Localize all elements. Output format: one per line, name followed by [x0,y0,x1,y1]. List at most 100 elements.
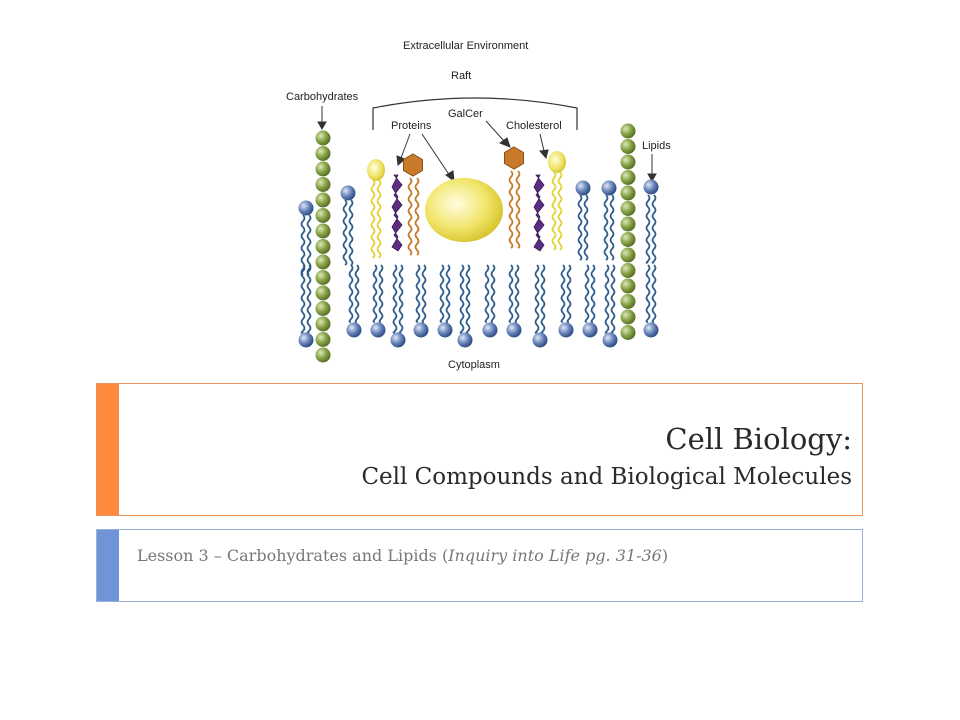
subtitle-accent-bar [97,530,119,601]
inner-phospholipid-head [370,322,386,338]
raft-bracket [372,97,578,130]
inner-phospholipid-tail [348,264,354,323]
carbohydrate-chain-left [315,192,331,208]
inner-phospholipid-tail [445,264,451,323]
carbohydrate-chain-left [315,208,331,223]
inner-phospholipid-head [437,322,453,338]
outer-phospholipid-tail [583,194,589,261]
inner-phospholipid-tail [590,264,596,323]
cholesterol-label: Cholesterol [506,120,562,132]
carbohydrate-chain-right [620,201,636,216]
galcer-left-tail [414,177,420,256]
extracellular-label: Extracellular Environment [403,40,528,52]
inner-phospholipid-tail [378,264,384,323]
inner-phospholipid-tail [439,264,445,323]
yellow-lipid-right-tail [551,171,557,251]
carbohydrates-label: Carbohydrates [286,91,359,103]
membrane-bilayer [298,123,659,363]
galcer-right-tail [515,170,521,249]
subtitle-block: Lesson 3 – Carbohydrates and Lipids (Inq… [96,529,863,602]
inner-phospholipid-tail [514,264,520,323]
pointer-arrows [317,106,657,183]
carbohydrate-chain-right [620,263,636,278]
title-line-1: Cell Biology: [665,422,852,456]
inner-phospholipid-tail [645,264,651,323]
title-line-2: Cell Compounds and Biological Molecules [361,464,852,490]
carbohydrate-chain-right [620,170,636,185]
inner-phospholipid-tail [604,264,610,334]
carbohydrate-chain-right [620,325,636,340]
inner-phospholipid-tail [560,264,566,323]
outer-phospholipid-head [575,180,591,196]
outer-phospholipid-tail [306,214,312,276]
galcer-right-hexagon [504,146,524,170]
title-block: Cell Biology: Cell Compounds and Biologi… [96,383,863,516]
carbohydrate-chain-right [620,154,636,170]
inner-phospholipid-tail [354,264,360,323]
outer-phospholipid-head [340,185,356,201]
outer-phospholipid-tail [300,214,306,276]
cholesterol-ellipse [425,178,503,242]
yellow-lipid-right-head [548,151,566,173]
inner-phospholipid-tail [566,264,572,323]
title-text: Cell Biology: Cell Compounds and Biologi… [361,420,852,496]
inner-phospholipid-tail [421,264,427,323]
carbohydrate-chain-left [315,223,331,239]
subtitle-prefix: Lesson 3 – Carbohydrates and Lipids ( [137,546,449,565]
carbohydrate-chain-right [620,247,636,263]
outer-phospholipid-tail [603,194,609,261]
cell-membrane-diagram: Extracellular Environment Raft Carbohydr… [286,40,671,371]
galcer-label: GalCer [448,108,483,120]
galcer-left-tail [407,177,413,256]
inner-phospholipid-head [602,332,618,348]
outer-phospholipid-tail [651,194,657,264]
title-accent-bar [97,384,119,515]
yellow-lipid-left-head [367,159,385,181]
carbohydrate-chain-left [315,316,331,332]
inner-phospholipid-tail [300,264,306,334]
carbohydrate-chain-left [315,161,331,177]
carbohydrate-chain-right [620,294,636,309]
carbohydrate-chain-left [315,239,331,254]
outer-phospholipid-tail [609,194,615,261]
inner-phospholipid-head [298,332,314,348]
carbohydrate-chain-left [315,285,331,301]
outer-phospholipid-tail [348,199,354,266]
yellow-lipid-left-tail [376,179,382,259]
carbohydrate-chain-right [620,309,636,325]
inner-phospholipid-head [506,322,522,338]
inner-phospholipid-tail [372,264,378,323]
outer-phospholipid-tail [645,194,651,264]
inner-phospholipid-tail [459,264,465,334]
inner-phospholipid-head [532,332,548,348]
cytoplasm-label: Cytoplasm [448,359,500,371]
inner-phospholipid-tail [534,264,540,334]
carbohydrate-chain-right [620,139,636,154]
inner-phospholipid-head [643,322,659,338]
inner-phospholipid-tail [508,264,514,323]
galcer-left-hexagon [403,153,423,177]
carbohydrate-chain-right [620,123,636,139]
outer-phospholipid-head [643,179,659,195]
inner-phospholipid-tail [306,264,312,334]
inner-phospholipid-head [457,332,473,348]
carbohydrate-chain-right [620,232,636,247]
inner-phospholipid-tail [490,264,496,323]
carbohydrate-chain-right [620,278,636,294]
carbohydrate-chain-left [315,347,331,363]
inner-phospholipid-head [390,332,406,348]
outer-phospholipid-head [601,180,617,196]
carbohydrate-chain-left [315,177,331,192]
inner-phospholipid-tail [484,264,490,323]
raft-label: Raft [451,70,471,82]
inner-phospholipid-head [558,322,574,338]
inner-phospholipid-tail [465,264,471,334]
carbohydrate-chain-left [315,254,331,270]
outer-phospholipid-tail [577,194,583,261]
yellow-lipid-right-tail [557,171,563,251]
lipids-label: Lipids [642,140,671,152]
carbohydrate-chain-left [315,270,331,285]
inner-phospholipid-head [413,322,429,338]
yellow-lipid-left-tail [370,179,376,259]
inner-phospholipid-tail [415,264,421,323]
